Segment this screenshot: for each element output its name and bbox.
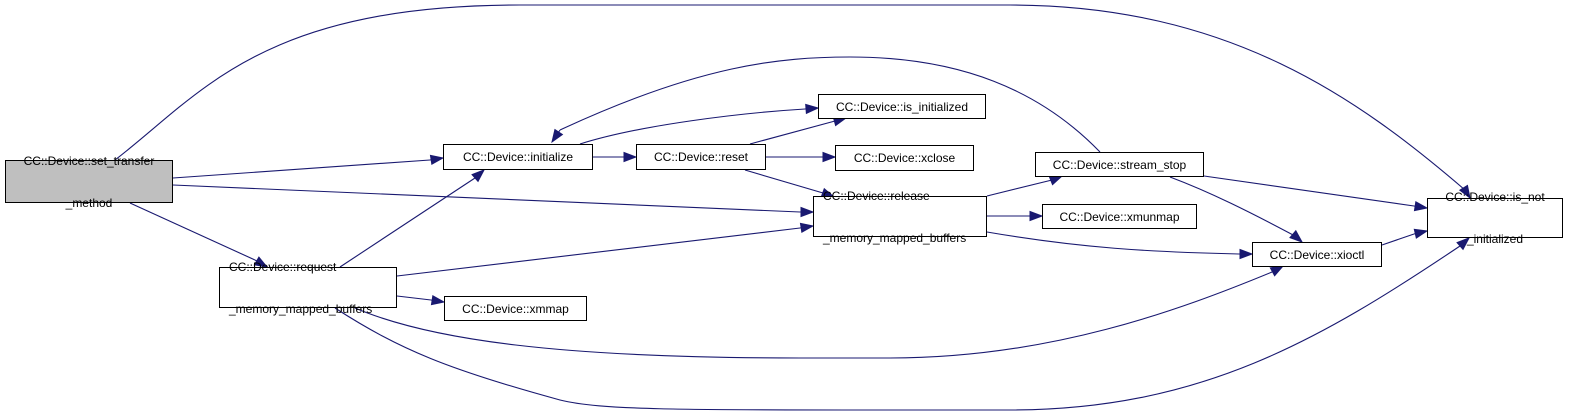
edge-request-memory-mapped-buffers-to-initialize xyxy=(339,169,486,268)
arrowhead-icon xyxy=(1413,200,1429,212)
node-xmunmap[interactable]: CC::Device::xmunmap xyxy=(1042,204,1197,229)
edge-stream-stop-to-xioctl xyxy=(1169,176,1304,243)
edge-reset-to-xclose xyxy=(766,151,837,163)
edge-stream-stop-to-is-not-initialized xyxy=(1203,175,1429,212)
node-label: CC::Device::stream_stop xyxy=(1052,157,1187,172)
edge-set-transfer-method-to-release-memory-mapped-buffers xyxy=(172,184,815,218)
node-label-line: _initialized xyxy=(1466,232,1524,246)
edge-line xyxy=(334,245,1461,411)
node-set-transfer-method: CC::Device::set_transfer _method xyxy=(5,154,173,210)
arrowhead-icon xyxy=(551,128,564,144)
edge-xioctl-to-is-not-initialized xyxy=(1381,228,1429,246)
edge-line xyxy=(396,295,432,301)
node-label-line: CC::Device::is_not xyxy=(1445,190,1545,204)
node-xmmap[interactable]: CC::Device::xmmap xyxy=(444,296,587,321)
edge-stream-stop-to-initialize xyxy=(551,56,1101,153)
arrowhead-icon xyxy=(1029,210,1044,222)
edge-line xyxy=(1381,233,1415,246)
arrowhead-icon xyxy=(1269,265,1285,277)
node-release-memory-mapped-buffers[interactable]: CC::Device::release _memory_mapped_buffe… xyxy=(813,189,987,245)
arrowhead-icon xyxy=(805,103,820,115)
arrowhead-icon xyxy=(822,151,837,163)
edge-line xyxy=(354,271,1273,359)
node-label: CC::Device::initialize xyxy=(462,150,574,164)
edge-set-transfer-method-to-request-memory-mapped-buffers xyxy=(129,202,269,268)
edge-reset-to-is-initialized xyxy=(749,116,848,145)
edge-release-memory-mapped-buffers-to-xioctl xyxy=(986,231,1254,260)
edge-request-memory-mapped-buffers-to-release-memory-mapped-buffers xyxy=(396,222,815,277)
arrowhead-icon xyxy=(1456,237,1471,251)
arrowhead-icon xyxy=(1458,184,1471,200)
arrowhead-icon xyxy=(1048,175,1064,186)
edge-line xyxy=(744,169,824,194)
edge-request-memory-mapped-buffers-to-is-not-initialized xyxy=(334,237,1471,411)
arrowhead-icon xyxy=(1289,229,1304,243)
edge-release-memory-mapped-buffers-to-xmunmap xyxy=(987,210,1044,222)
arrowhead-icon xyxy=(471,169,486,183)
edge-line xyxy=(1203,175,1415,207)
node-label-line: CC::Device::set_transfer xyxy=(23,153,155,168)
edge-release-memory-mapped-buffers-to-stream-stop xyxy=(986,175,1064,197)
node-label-line: _method xyxy=(65,195,113,210)
node-xioctl[interactable]: CC::Device::xioctl xyxy=(1252,242,1382,267)
node-label-line: CC::Device::request xyxy=(229,259,337,274)
edge-line xyxy=(1169,176,1296,237)
node-request-memory-mapped-buffers[interactable]: CC::Device::request _memory_mapped_buffe… xyxy=(219,260,397,316)
arrowhead-icon xyxy=(1239,248,1254,260)
edge-line xyxy=(579,108,806,145)
arrowhead-icon xyxy=(429,154,445,166)
edge-line xyxy=(749,120,836,145)
edge-line xyxy=(986,179,1053,197)
edge-set-transfer-method-to-is-not-initialized xyxy=(114,4,1471,200)
arrowhead-icon xyxy=(623,151,638,163)
node-label: CC::Device::xclose xyxy=(853,151,956,165)
node-is-not-initialized[interactable]: CC::Device::is_not _initialized xyxy=(1427,190,1563,246)
edge-line xyxy=(172,159,431,179)
edge-initialize-to-reset xyxy=(593,151,638,163)
node-label-line: _memory_mapped_buffers xyxy=(823,230,967,245)
node-reset[interactable]: CC::Device::reset xyxy=(636,144,766,170)
node-stream-stop[interactable]: CC::Device::stream_stop xyxy=(1035,152,1204,177)
edge-line xyxy=(986,231,1240,255)
node-label-line: CC::Device::release xyxy=(823,188,930,203)
edge-line xyxy=(339,177,476,268)
arrowhead-icon xyxy=(800,206,815,218)
edge-set-transfer-method-to-initialize xyxy=(172,154,445,179)
node-is-initialized[interactable]: CC::Device::is_initialized xyxy=(818,94,986,119)
edge-line xyxy=(114,4,1466,191)
node-xclose[interactable]: CC::Device::xclose xyxy=(835,145,974,171)
edge-line xyxy=(172,184,801,213)
edge-reset-to-release-memory-mapped-buffers xyxy=(744,169,836,198)
node-initialize[interactable]: CC::Device::initialize xyxy=(443,144,593,170)
edge-line xyxy=(396,227,801,277)
edge-line xyxy=(129,202,256,261)
arrowhead-icon xyxy=(1413,228,1429,239)
edge-line xyxy=(559,56,1101,153)
node-label: CC::Device::xmunmap xyxy=(1059,209,1180,224)
node-label: CC::Device::is_initialized xyxy=(835,99,969,114)
node-label-line: _memory_mapped_buffers xyxy=(229,301,373,316)
node-label: CC::Device::reset xyxy=(653,150,749,164)
arrowhead-icon xyxy=(253,256,269,268)
node-label: CC::Device::xmmap xyxy=(462,301,569,316)
edge-request-memory-mapped-buffers-to-xmmap xyxy=(396,294,446,306)
arrowhead-icon xyxy=(799,222,815,234)
edge-initialize-to-is-initialized xyxy=(579,103,820,145)
arrowhead-icon xyxy=(430,294,446,306)
node-label: CC::Device::xioctl xyxy=(1269,247,1365,262)
